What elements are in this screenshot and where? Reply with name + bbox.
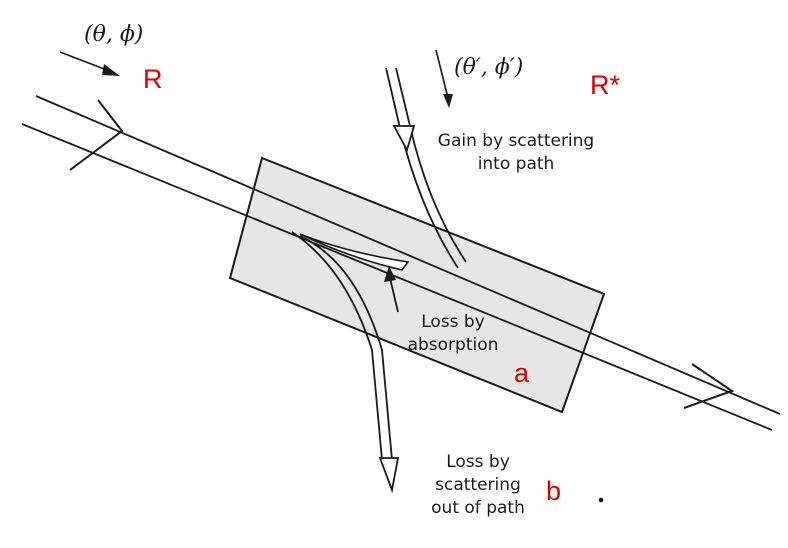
- absorption-pointer-head: [384, 266, 396, 282]
- absorption-label-line2: absorption: [407, 335, 499, 355]
- scatter-out-label-line1: Loss by: [446, 452, 510, 472]
- incident-angle-label: (θ, ϕ): [84, 22, 144, 47]
- annotation-R: R: [143, 64, 163, 94]
- incident-direction-head: [102, 64, 120, 76]
- main-beam: [21, 95, 781, 431]
- scatter-direction-head: [443, 94, 453, 108]
- absorption-pointer-line: [389, 277, 399, 313]
- scatter-out-arrowhead: [378, 457, 400, 494]
- absorption-label-line1: Loss by: [421, 312, 485, 332]
- stray-dot: [598, 497, 604, 503]
- annotation-a: a: [514, 358, 530, 388]
- scatter-out-label-line3: out of path: [431, 498, 525, 518]
- absorption-label: Loss by absorption: [378, 311, 528, 357]
- beam-arrowhead-right: [683, 363, 735, 409]
- gain-beam-arrowhead: [392, 125, 416, 153]
- scatter-angle-label: (θ′, ϕ′): [454, 55, 524, 80]
- beam-arrowhead-left: [69, 99, 124, 171]
- scatter-out-label: Loss by scattering out of path: [412, 451, 544, 520]
- gain-label: Gain by scattering into path: [425, 130, 607, 176]
- scatter-out-label-line2: scattering: [435, 475, 521, 495]
- annotation-b: b: [546, 476, 562, 506]
- gain-label-line1: Gain by scattering: [437, 131, 595, 151]
- gain-label-line2: into path: [477, 154, 555, 174]
- scatter-out-beam: [291, 231, 393, 461]
- scatter-direction-line: [435, 49, 449, 99]
- absorption-wedge: [299, 233, 410, 271]
- annotation-R-star: R*: [590, 70, 621, 100]
